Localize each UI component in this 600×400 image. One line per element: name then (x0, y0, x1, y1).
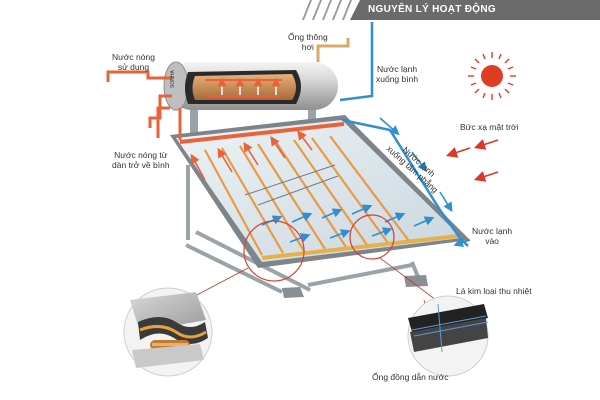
tank-brand-logo: SONHA (170, 70, 176, 88)
storage-tank (163, 61, 338, 111)
support-frame (185, 165, 422, 294)
label-absorber-sheet: Lá kim loại thu nhiệt (456, 286, 532, 296)
flat-panel-collector (170, 115, 470, 282)
zoom-detail-left (123, 287, 213, 377)
label-copper-tube: Ống đồng dẫn nước (372, 372, 449, 382)
label-sun-radiation: Bức xạ mặt trời (460, 122, 519, 132)
diagram-title: NGUYÊN LÝ HOẠT ĐỘNG (368, 4, 496, 15)
sun-icon (468, 52, 516, 100)
zoom-detail-right (407, 295, 489, 377)
title-banner (300, 0, 600, 20)
radiation-arrows (445, 139, 499, 182)
